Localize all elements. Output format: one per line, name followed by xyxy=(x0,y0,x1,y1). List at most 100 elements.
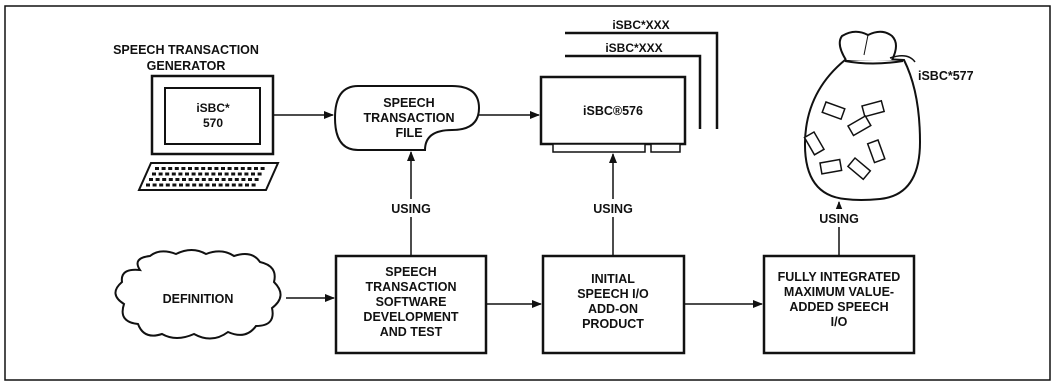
keyboard-key xyxy=(234,167,239,170)
using-label-3: USING xyxy=(819,212,859,226)
keyboard-key xyxy=(175,178,180,181)
keyboard-key xyxy=(155,178,160,181)
keyboard-key xyxy=(159,183,164,187)
keyboard-key xyxy=(228,178,233,181)
initial-box-line3: ADD-ON xyxy=(588,302,638,316)
keyboard-key xyxy=(238,183,243,187)
diagram-frame xyxy=(4,5,1051,381)
keyboard-key xyxy=(161,167,166,170)
keyboard-key xyxy=(174,167,179,170)
keyboard-key xyxy=(251,183,256,187)
terminal-icon xyxy=(137,74,280,191)
chip-icons xyxy=(803,99,886,181)
using-label-2: USING xyxy=(593,202,633,216)
using-label-1: USING xyxy=(391,202,431,216)
keyboard-key xyxy=(168,178,173,181)
keyboard-key xyxy=(234,178,239,181)
initial-box-line2: SPEECH I/O xyxy=(577,287,649,301)
monitor-screen xyxy=(164,87,261,145)
dev-box-line4: DEVELOPMENT xyxy=(363,310,459,324)
generator-title-line1: SPEECH TRANSACTION xyxy=(113,43,259,57)
generator-title-line2: GENERATOR xyxy=(147,59,226,73)
speech-transaction-file-shape xyxy=(333,85,481,151)
full-box-line1: FULLY INTEGRATED xyxy=(778,270,901,284)
file-label-line2: TRANSACTION xyxy=(364,111,455,125)
keyboard-key xyxy=(172,183,177,187)
software-development-box xyxy=(334,254,488,355)
keyboard-key xyxy=(185,183,190,187)
keyboard-key xyxy=(218,172,222,176)
keyboard-key xyxy=(231,172,236,176)
keyboard-key xyxy=(208,178,213,181)
keyboard-key xyxy=(192,183,197,187)
dev-box-line3: SOFTWARE xyxy=(376,295,447,309)
full-box-line2: MAXIMUM VALUE- xyxy=(784,285,894,299)
keyboard-key xyxy=(195,178,200,181)
keyboard-key xyxy=(248,178,252,181)
keyboard-key xyxy=(237,172,242,176)
definition-cloud xyxy=(114,249,282,340)
keyboard-key xyxy=(188,178,193,181)
keyboard-key xyxy=(149,178,153,181)
board-edge-connector xyxy=(552,143,646,153)
bag-string xyxy=(889,55,916,63)
keyboard-key xyxy=(182,178,186,181)
isbc-577-label: iSBC*577 xyxy=(918,69,974,83)
keyboard-keys xyxy=(146,167,265,187)
keyboard-key xyxy=(225,183,230,187)
keyboard-key xyxy=(207,167,212,170)
keyboard-key xyxy=(227,167,232,170)
isbc-576-label: iSBC®576 xyxy=(583,104,643,118)
keyboard-key xyxy=(178,172,183,176)
keyboard-key xyxy=(257,172,262,176)
board-back-1 xyxy=(565,31,719,129)
keyboard-key xyxy=(241,178,246,181)
keyboard-key xyxy=(212,183,216,187)
generator-screen-line2: 570 xyxy=(203,116,223,130)
full-box-line4: I/O xyxy=(831,315,848,329)
keyboard-key xyxy=(188,167,192,170)
keyboard-key xyxy=(245,183,249,187)
file-label-line3: FILE xyxy=(395,126,422,140)
keyboard-key xyxy=(152,183,157,187)
keyboard-key xyxy=(221,167,225,170)
keyboard-key xyxy=(162,178,167,181)
keyboard-key xyxy=(194,167,199,170)
definition-label: DEFINITION xyxy=(163,292,234,306)
keyboard-key xyxy=(198,183,203,187)
keyboard-key xyxy=(240,167,245,170)
board-back-2-label: iSBC*XXX xyxy=(605,41,662,55)
keyboard-key xyxy=(214,167,219,170)
keyboard-key xyxy=(146,183,150,187)
keyboard-key xyxy=(198,172,203,176)
keyboard-key xyxy=(211,172,216,176)
fully-integrated-box xyxy=(762,254,916,355)
keyboard-key xyxy=(155,167,159,170)
dev-box-line2: TRANSACTION xyxy=(366,280,457,294)
keyboard-key xyxy=(244,172,249,176)
keyboard-key xyxy=(218,183,223,187)
keyboard-key xyxy=(247,167,252,170)
keyboard-key xyxy=(165,172,170,176)
keyboard-key xyxy=(231,183,236,187)
keyboard-key xyxy=(179,183,183,187)
full-box-line3: ADDED SPEECH xyxy=(789,300,888,314)
board-back-1-label: iSBC*XXX xyxy=(612,18,669,32)
keyboard-key xyxy=(165,183,170,187)
board-back-2 xyxy=(565,54,702,129)
generator-screen-line1: iSBC* xyxy=(196,101,230,115)
keyboard-key xyxy=(254,167,258,170)
keyboard-key xyxy=(168,167,173,170)
dev-box-line5: AND TEST xyxy=(380,325,443,339)
keyboard-key xyxy=(205,183,210,187)
keyboard-key xyxy=(254,178,259,181)
keyboard-key xyxy=(171,172,176,176)
keyboard-key xyxy=(201,178,206,181)
keyboard-key xyxy=(204,172,209,176)
keyboard-key xyxy=(224,172,229,176)
keyboard-key xyxy=(158,172,163,176)
dev-box-line1: SPEECH xyxy=(385,265,436,279)
keyboard-key xyxy=(260,167,265,170)
keyboard-key xyxy=(221,178,226,181)
